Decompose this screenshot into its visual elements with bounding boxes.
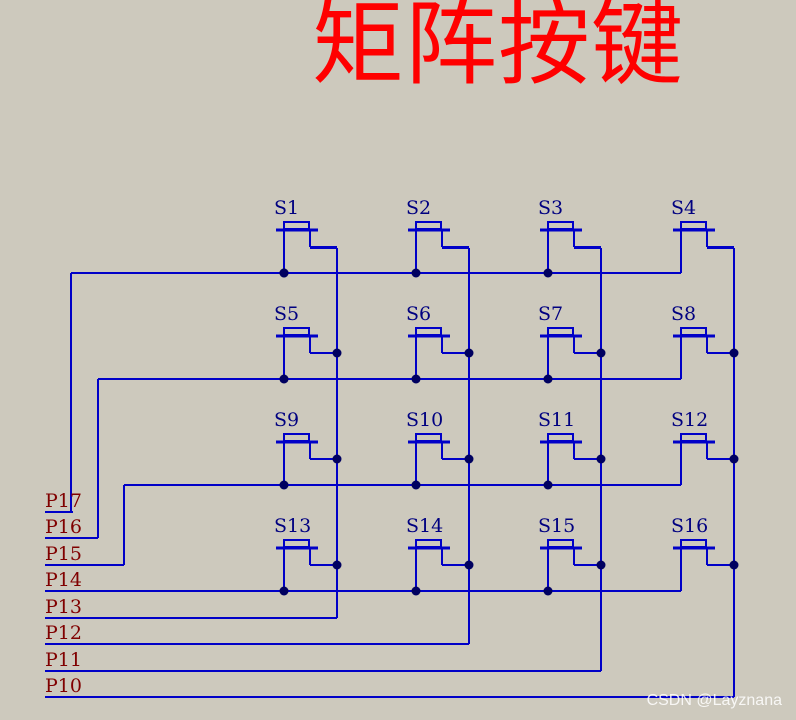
diagram-title: 矩阵按键 xyxy=(312,0,685,98)
switch-cap xyxy=(680,433,707,442)
switch-s2: S2 xyxy=(406,197,469,273)
switch-s1: S1 xyxy=(274,197,337,273)
column-junction-3-4 xyxy=(729,454,739,464)
column-junction-4-2 xyxy=(464,560,474,570)
switch-s11: S11 xyxy=(538,409,601,485)
pin-label-p11: P11 xyxy=(45,649,82,671)
switch-cap xyxy=(415,539,442,548)
switch-cap xyxy=(283,327,310,336)
switch-label-s12: S12 xyxy=(671,409,708,431)
switch-cap xyxy=(680,221,707,230)
switch-label-s4: S4 xyxy=(671,197,696,219)
switch-s7: S7 xyxy=(538,303,601,379)
column-junction-4-4 xyxy=(729,560,739,570)
switch-label-s5: S5 xyxy=(274,303,299,325)
column-junction-3-1 xyxy=(332,454,342,464)
pin-label-p15: P15 xyxy=(45,543,82,565)
row-junction-2-3 xyxy=(543,374,553,384)
switch-cap xyxy=(415,433,442,442)
switch-cap xyxy=(547,221,574,230)
watermark: CSDN @Layznana xyxy=(646,692,782,709)
row-junction-4-2 xyxy=(411,586,421,596)
switch-s6: S6 xyxy=(406,303,469,379)
switch-cap xyxy=(415,327,442,336)
column-junction-4-1 xyxy=(332,560,342,570)
switch-s14: S14 xyxy=(406,515,469,591)
switch-cap xyxy=(415,221,442,230)
switch-label-s6: S6 xyxy=(406,303,431,325)
row-junction-2-1 xyxy=(279,374,289,384)
row-junction-4-1 xyxy=(279,586,289,596)
switch-s12: S12 xyxy=(671,409,734,485)
switch-cap xyxy=(283,539,310,548)
switch-label-s9: S9 xyxy=(274,409,299,431)
switch-s3: S3 xyxy=(538,197,601,273)
switch-label-s2: S2 xyxy=(406,197,431,219)
row-junction-3-2 xyxy=(411,480,421,490)
column-junction-3-3 xyxy=(596,454,606,464)
switch-label-s11: S11 xyxy=(538,409,575,431)
switch-label-s3: S3 xyxy=(538,197,563,219)
switch-cap xyxy=(547,433,574,442)
switch-s8: S8 xyxy=(671,303,734,379)
pin-label-p12: P12 xyxy=(45,622,82,644)
switch-cap xyxy=(680,327,707,336)
switch-label-s15: S15 xyxy=(538,515,575,537)
column-junction-2-2 xyxy=(464,348,474,358)
switch-s15: S15 xyxy=(538,515,601,591)
switch-label-s14: S14 xyxy=(406,515,443,537)
junctions xyxy=(279,268,739,596)
switch-s13: S13 xyxy=(274,515,337,591)
column-junction-4-3 xyxy=(596,560,606,570)
switch-label-s1: S1 xyxy=(274,197,299,219)
switch-cap xyxy=(547,327,574,336)
column-junction-2-1 xyxy=(332,348,342,358)
row-junction-2-2 xyxy=(411,374,421,384)
switch-s5: S5 xyxy=(274,303,337,379)
row-junction-1-start xyxy=(279,268,289,278)
column-junction-3-2 xyxy=(464,454,474,464)
row-junction-4-3 xyxy=(543,586,553,596)
column-junction-2-4 xyxy=(729,348,739,358)
column-junction-2-3 xyxy=(596,348,606,358)
row-junction-1-3 xyxy=(543,268,553,278)
row-junction-3-3 xyxy=(543,480,553,490)
switch-s16: S16 xyxy=(671,515,734,591)
pin-label-p10: P10 xyxy=(45,675,82,697)
switch-s4: S4 xyxy=(671,197,734,273)
switch-label-s8: S8 xyxy=(671,303,696,325)
switch-cap xyxy=(283,221,310,230)
switch-label-s13: S13 xyxy=(274,515,311,537)
switch-s9: S9 xyxy=(274,409,337,485)
pin-label-p17: P17 xyxy=(45,490,82,512)
switch-label-s16: S16 xyxy=(671,515,708,537)
row-junction-3-1 xyxy=(279,480,289,490)
row-junction-1-2 xyxy=(411,268,421,278)
pin-label-p16: P16 xyxy=(45,516,82,538)
switch-cap xyxy=(283,433,310,442)
switch-s10: S10 xyxy=(406,409,469,485)
pin-label-p14: P14 xyxy=(45,569,82,591)
switch-label-s7: S7 xyxy=(538,303,563,325)
switch-cap xyxy=(547,539,574,548)
wires xyxy=(45,247,735,698)
switch-label-s10: S10 xyxy=(406,409,443,431)
switch-cap xyxy=(680,539,707,548)
pin-label-p13: P13 xyxy=(45,596,82,618)
